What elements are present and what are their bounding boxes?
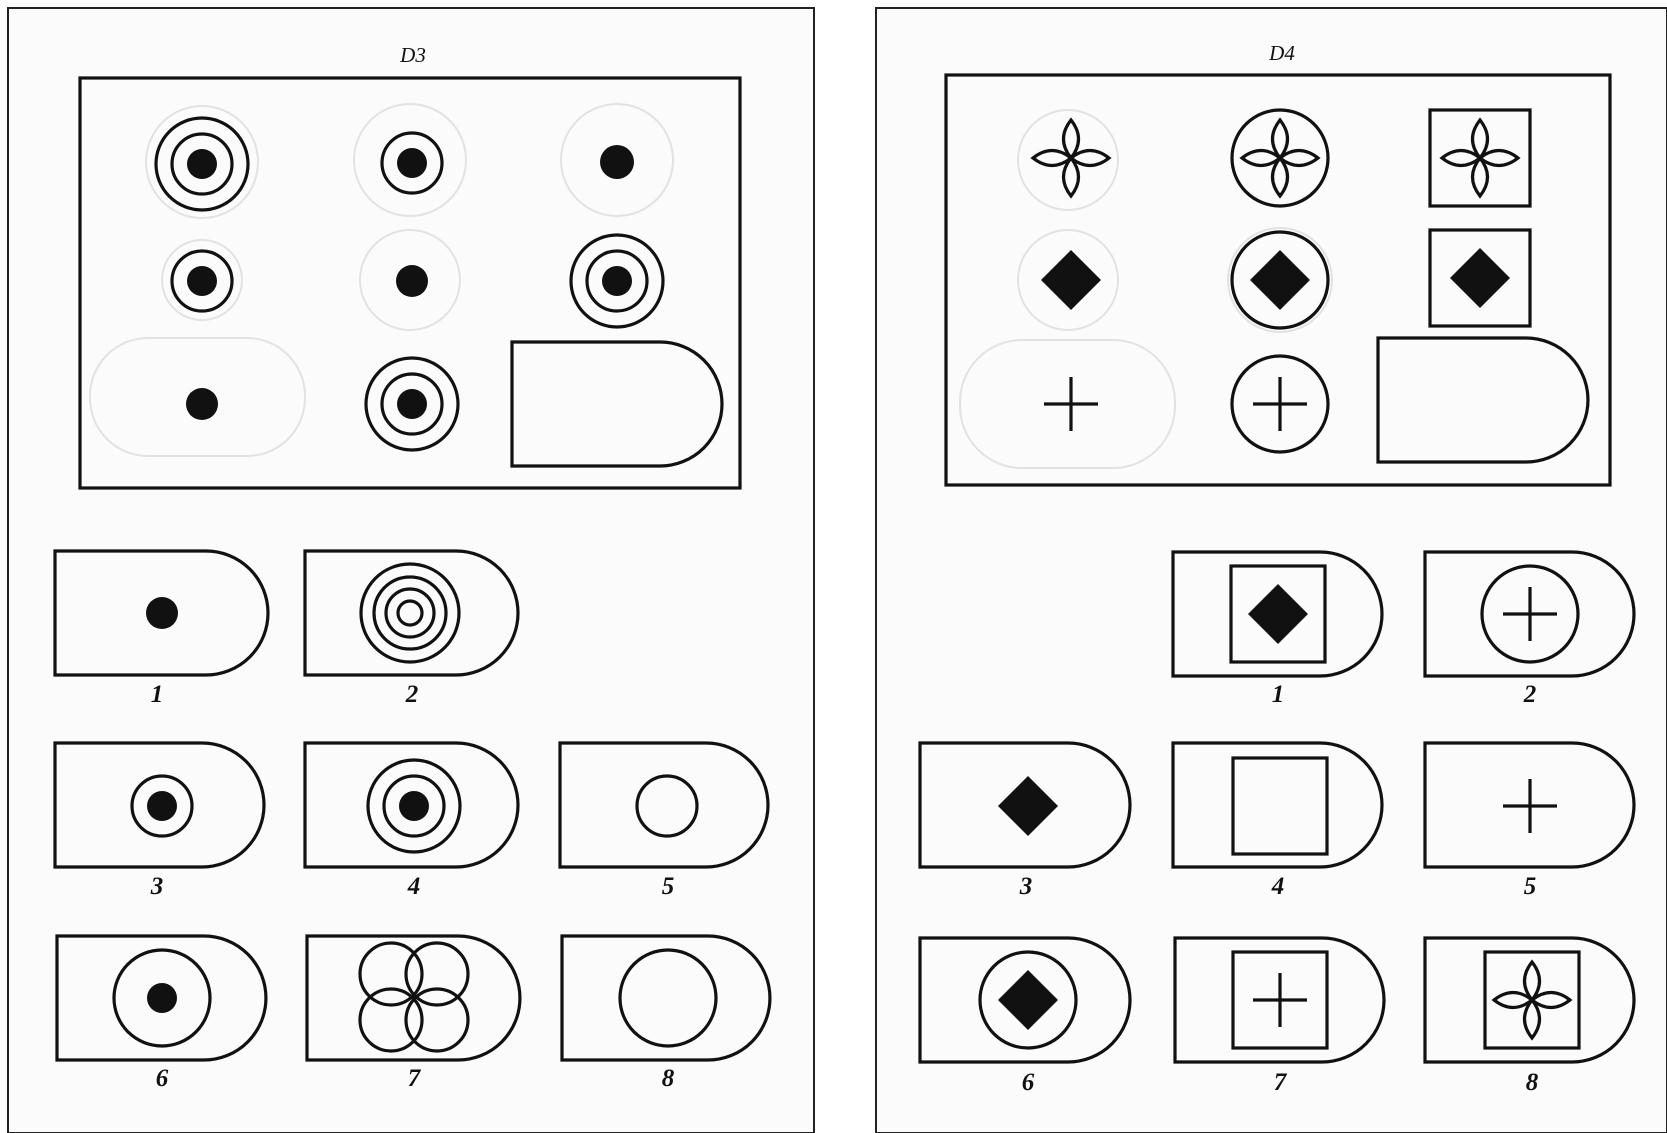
option-label-d3-5: 5: [662, 873, 675, 900]
option-label-d4-6: 6: [1022, 1069, 1035, 1096]
panel-title-d3: D3: [399, 43, 426, 67]
option-label-d3-4: 4: [407, 873, 421, 900]
option-label-d3-2: 2: [405, 681, 419, 708]
option-label-d4-7: 7: [1274, 1069, 1288, 1096]
matrix-cell-d3-r1c3: [600, 145, 634, 179]
option-label-d4-2: 2: [1523, 681, 1537, 708]
option-label-d3-8: 8: [662, 1065, 675, 1092]
option-label-d4-4: 4: [1271, 873, 1285, 900]
option-label-d4-8: 8: [1526, 1069, 1539, 1096]
panel-title-d4: D4: [1268, 41, 1295, 65]
option-label-d4-3: 3: [1019, 873, 1033, 900]
matrix-cell-d3-r2c2: [396, 265, 428, 297]
option-label-d3-7: 7: [408, 1065, 422, 1092]
option-label-d4-5: 5: [1524, 873, 1537, 900]
option-label-d3-3: 3: [150, 873, 164, 900]
option-label-d3-1: 1: [151, 681, 164, 708]
option-label-d4-1: 1: [1272, 681, 1285, 708]
option-label-d3-6: 6: [156, 1065, 169, 1092]
matrix-cell-d3-r3c1: [186, 388, 218, 420]
